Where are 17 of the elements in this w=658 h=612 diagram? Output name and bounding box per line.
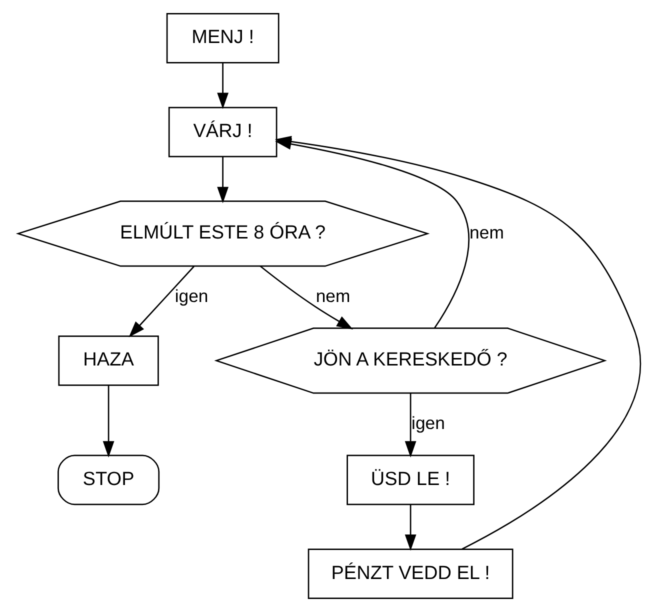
node-box: PÉNZT VEDD EL ! [307,548,513,599]
node-box: HAZA [58,335,158,386]
node-box: MENJ ! [166,13,279,64]
arrow [102,386,114,458]
edge-label: nem [315,286,350,306]
node-box: STOP [57,454,160,506]
node-box: ÜSD LE ! [346,454,474,506]
arrow [404,504,416,551]
arrow [404,393,416,458]
node-box: VÁRJ ! [168,106,277,158]
arrow [128,266,194,338]
arrow [259,265,353,330]
edge-label: igen [411,412,444,433]
edge-label: nem [469,222,504,242]
arrow [216,63,228,110]
arrow [216,156,228,204]
edge-label: igen [174,286,208,306]
